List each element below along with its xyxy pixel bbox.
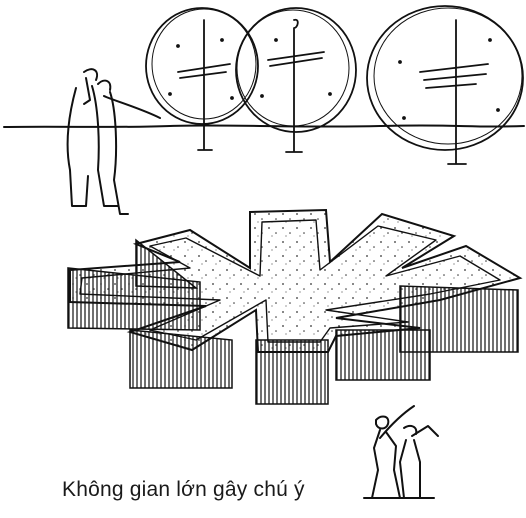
tree-left <box>146 8 258 150</box>
star-structure <box>68 210 520 404</box>
horizon-line <box>4 125 524 127</box>
caption-text: Không gian lớn gây chú ý <box>62 478 362 502</box>
people-figures-right <box>364 406 438 498</box>
people-figures-left <box>68 69 160 214</box>
tree-right <box>367 6 523 164</box>
